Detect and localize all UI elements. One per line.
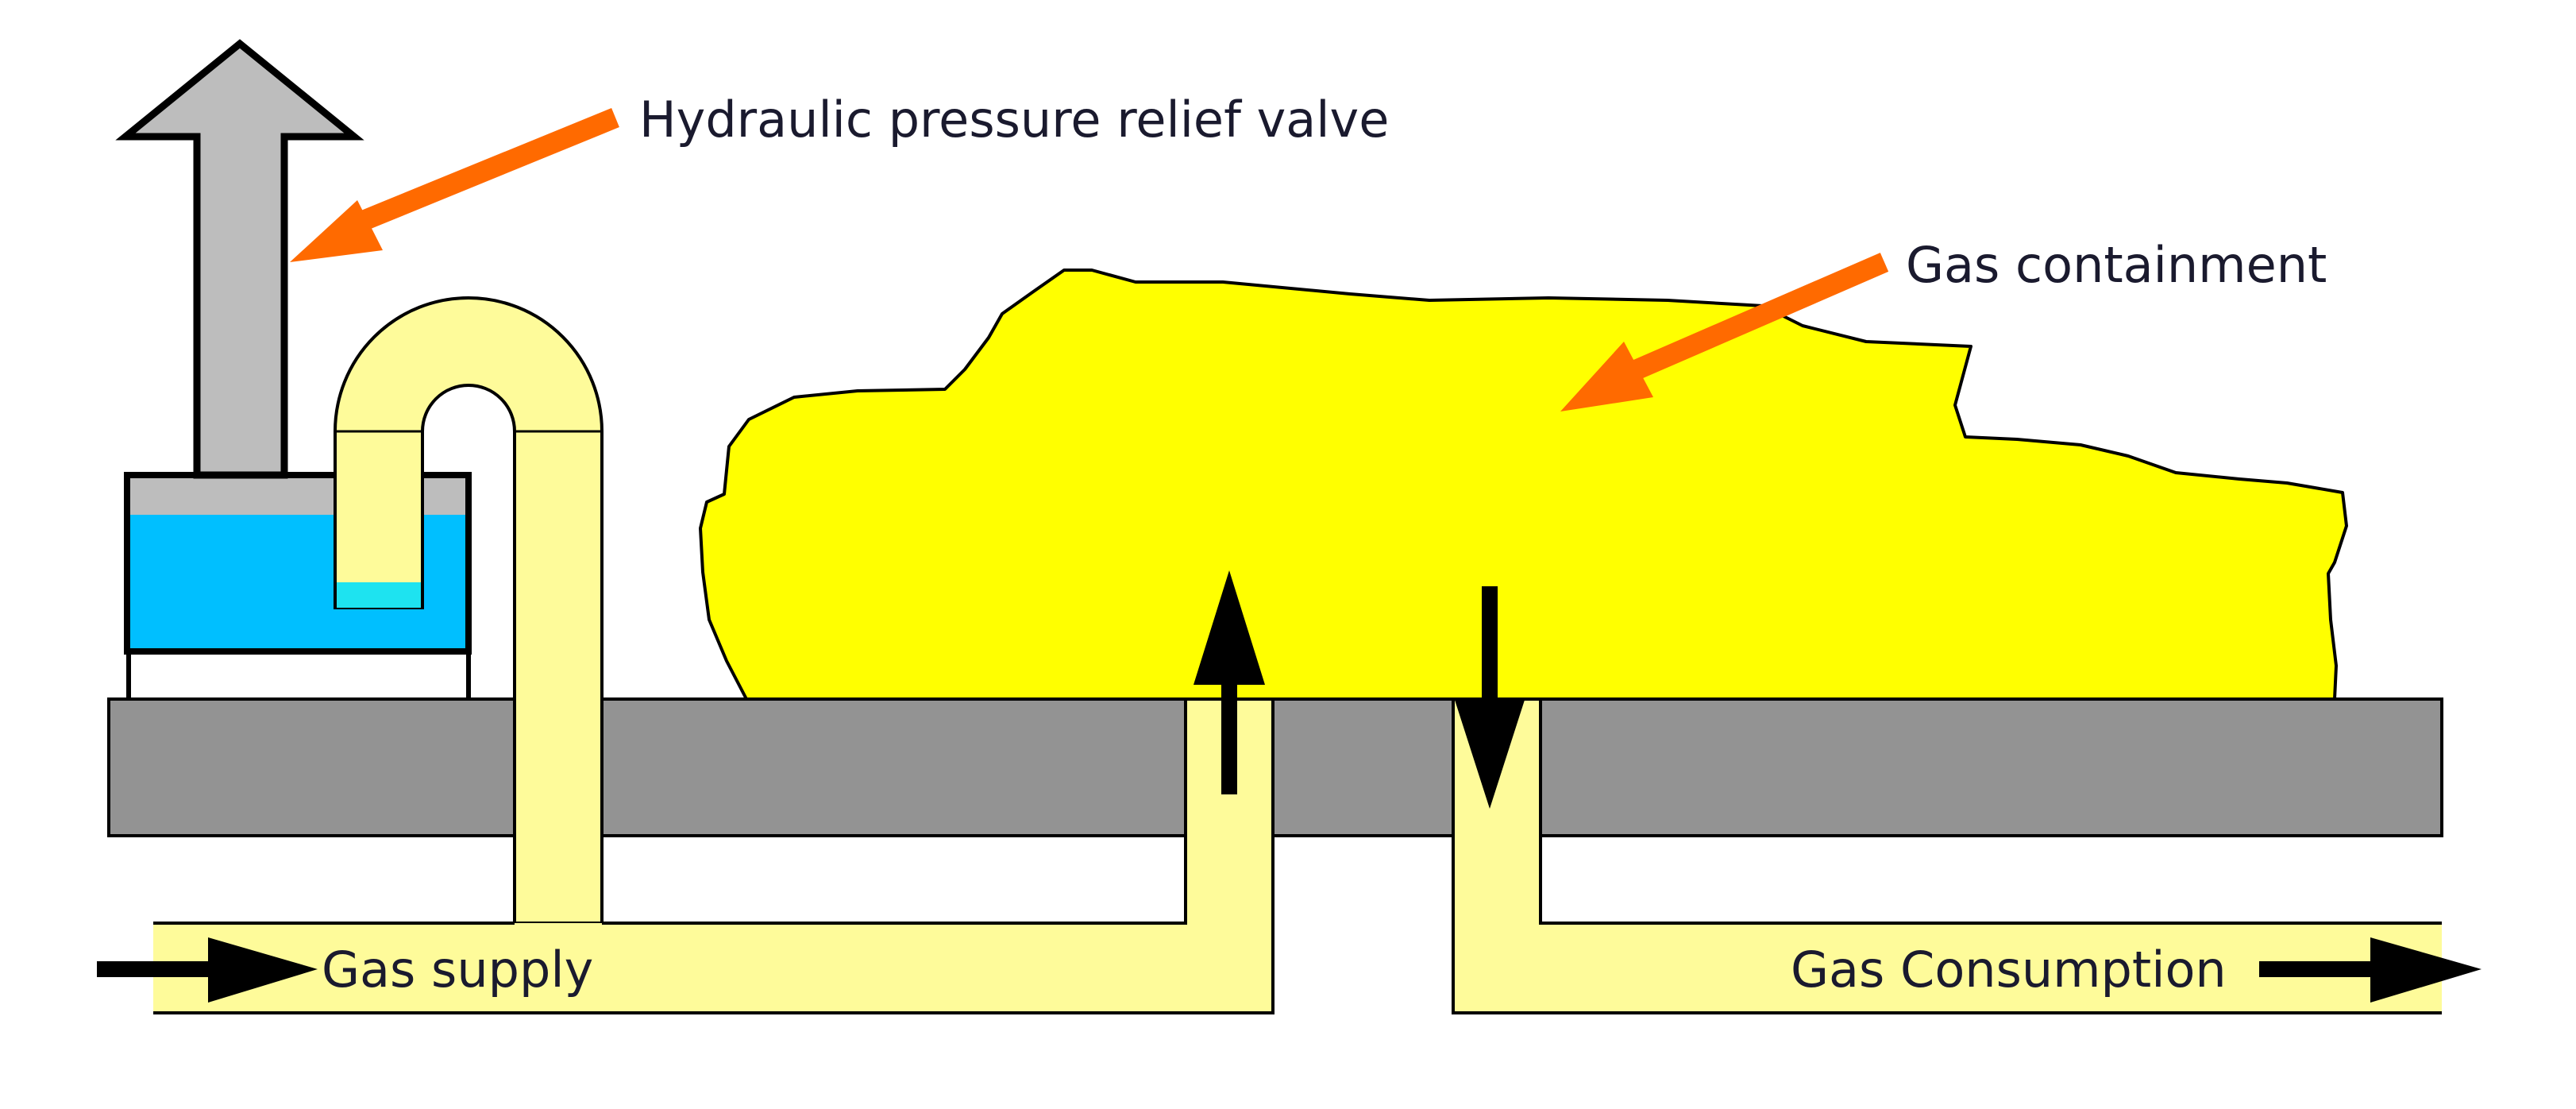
consumption-pipe-outline [1452,699,2442,1014]
supply-pipe [153,699,1273,1013]
relief-valve-label: Hydraulic pressure relief valve [639,91,1389,149]
relief-valve-pointer-arrow [290,107,619,262]
containment-label: Gas containment [1906,236,2327,294]
consumption-pipe [1453,699,2442,1013]
ground-slab [107,697,2443,837]
containment-pointer-arrow [1560,253,1889,412]
supply-inflow-arrow [97,937,318,1003]
consumption-label: Gas Consumption [1791,941,2227,999]
supply-pipe-outline [153,699,1275,1014]
u-bend-water-level [337,582,421,608]
gas-down-arrow [1454,586,1525,809]
relief-valve-outlet-arrow [115,39,364,479]
outflow-arrow [2259,937,2482,1003]
supply-pipe-u-bend [334,296,604,925]
gas-up-arrow [1194,570,1265,794]
gas-containment [699,269,2348,701]
valve-tank-outline [124,472,472,655]
supply-label: Gas supply [322,941,593,999]
